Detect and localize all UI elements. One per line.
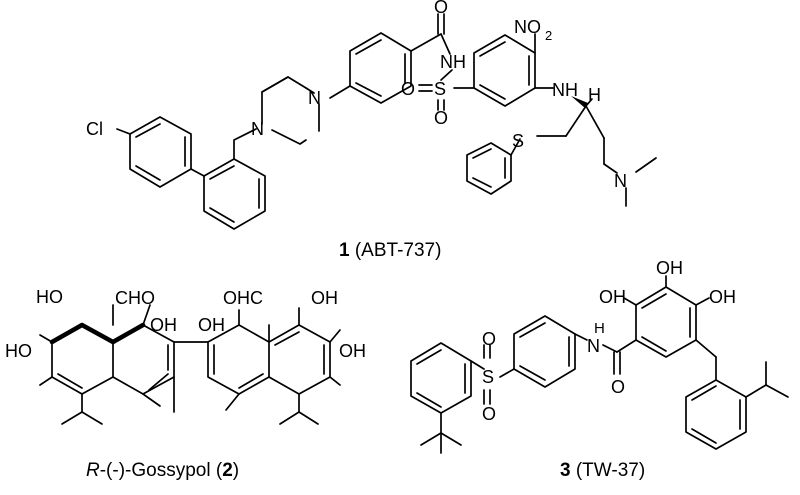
abt737-caption: 1 (ABT-737) bbox=[339, 240, 441, 262]
gossypol-stereo-prefix: R bbox=[86, 460, 100, 481]
tw37-tbutylphenyl-ring bbox=[410, 342, 472, 414]
gossypol-oh-right: OH bbox=[339, 341, 366, 361]
nitro-group-label: NO bbox=[514, 17, 541, 37]
gossypol-oh-top-right: OH bbox=[311, 288, 338, 308]
sulfonyl-o-atom-bottom: O bbox=[434, 108, 448, 128]
sulfonyl-o-atom-left: O bbox=[401, 79, 415, 99]
tw37-sulfonylphenyl-ring bbox=[513, 315, 576, 388]
sulfonyl-s-atom: S bbox=[434, 79, 446, 99]
tw37-sulfonyl-s: S bbox=[482, 367, 494, 387]
tw37-compound-number: 3 bbox=[560, 460, 571, 481]
thiophenyl-ring bbox=[466, 142, 512, 195]
gossypol-caption: R-(-)-Gossypol (2) bbox=[86, 460, 239, 482]
gossypol-ho-top-left: HO bbox=[36, 287, 63, 307]
dimethylamine-n-atom: N bbox=[614, 171, 627, 191]
gossypol-oh-inner-right: OH bbox=[198, 315, 225, 335]
tw37-amide-h: H bbox=[594, 320, 605, 337]
abt737-compound-number: 1 bbox=[339, 240, 350, 261]
chiral-h-atom: H bbox=[588, 85, 601, 105]
gossypol-compound-name: -(-)-Gossypol ( bbox=[99, 460, 223, 481]
amide-nh-label: NH bbox=[440, 52, 466, 72]
thioether-s-atom: S bbox=[512, 131, 524, 151]
cl-atom: Cl bbox=[86, 119, 103, 139]
gossypol-ho-left: HO bbox=[5, 341, 32, 361]
gossypol-compound-number: 2 bbox=[222, 460, 233, 481]
tw37-isopropylphenyl-ring bbox=[685, 379, 747, 450]
abt737-compound-name: (ABT-737) bbox=[354, 240, 442, 261]
gossypol-oh-inner-left: OH bbox=[150, 315, 177, 335]
gossypol-cho-left: CHO bbox=[115, 288, 155, 308]
tw37-carbonyl-o: O bbox=[611, 377, 625, 397]
tw37-sulfonyl-o-top: O bbox=[482, 329, 496, 349]
tw37-oh-right: OH bbox=[709, 287, 736, 307]
tw37-amide-n: N bbox=[587, 336, 600, 356]
tw37-resorcinol-ring bbox=[635, 286, 697, 358]
n-atom-piperazine-b: N bbox=[308, 88, 321, 108]
gossypol-ohc-right: OHC bbox=[223, 288, 263, 308]
piperazine-ring bbox=[261, 76, 320, 145]
tw37-sulfonyl-o-bottom: O bbox=[482, 404, 496, 424]
tw37-oh-left: OH bbox=[599, 287, 626, 307]
tw37-oh-top: OH bbox=[656, 258, 683, 278]
carbonyl-o-atom: O bbox=[434, 0, 448, 17]
nitro-subscript: 2 bbox=[545, 28, 552, 43]
tw37-caption: 3 (TW-37) bbox=[560, 460, 645, 482]
amine-nh-label: NH bbox=[552, 80, 578, 100]
n-atom-piperazine-a: N bbox=[251, 119, 264, 139]
tw37-compound-name: (TW-37) bbox=[575, 460, 646, 481]
gossypol-caption-close: ) bbox=[232, 460, 240, 481]
